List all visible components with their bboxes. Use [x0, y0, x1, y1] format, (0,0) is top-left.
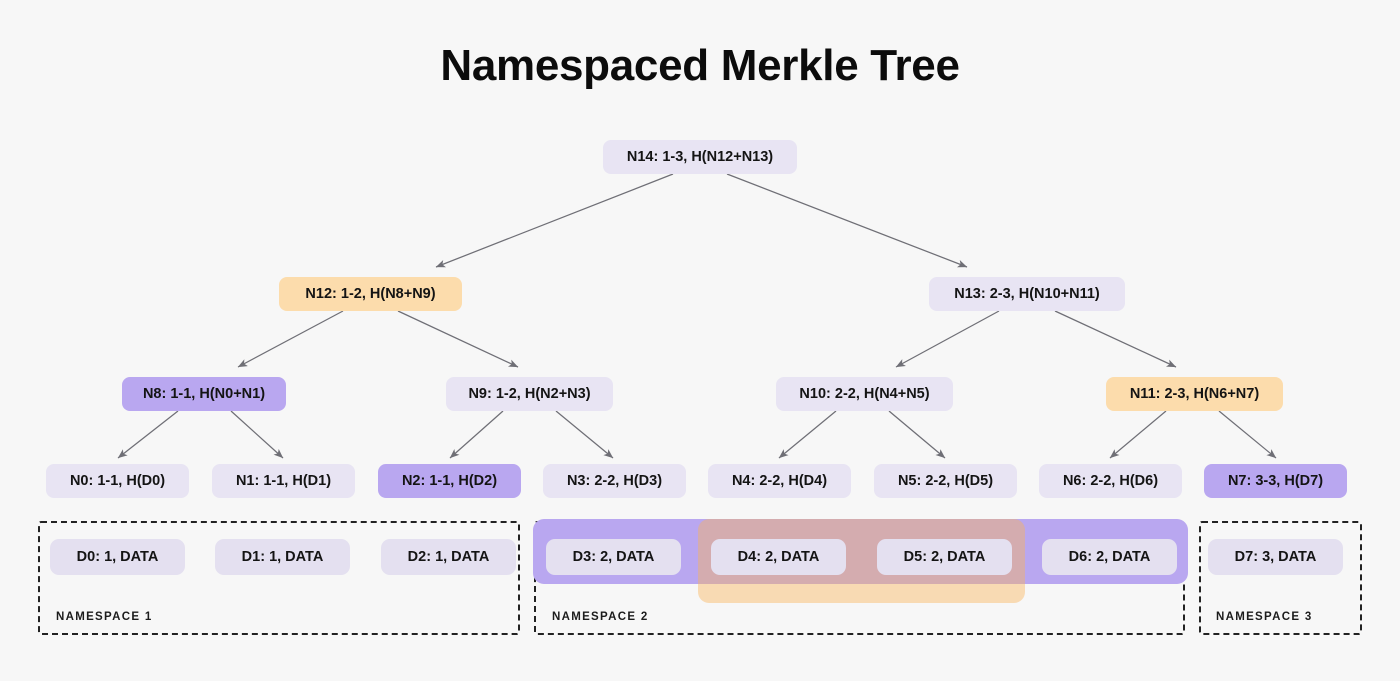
tree-node-n3[interactable]: N3: 2-2, H(D3) — [543, 464, 686, 498]
data-chip-d2[interactable]: D2: 1, DATA — [381, 539, 516, 575]
data-chip-d5[interactable]: D5: 2, DATA — [877, 539, 1012, 575]
tree-node-n2[interactable]: N2: 1-1, H(D2) — [378, 464, 521, 498]
namespace-label-1: NAMESPACE 1 — [56, 611, 153, 623]
tree-node-n9[interactable]: N9: 1-2, H(N2+N3) — [446, 377, 613, 411]
tree-node-n8[interactable]: N8: 1-1, H(N0+N1) — [122, 377, 286, 411]
tree-node-n10[interactable]: N10: 2-2, H(N4+N5) — [776, 377, 953, 411]
data-chip-d0[interactable]: D0: 1, DATA — [50, 539, 185, 575]
tree-node-n1[interactable]: N1: 1-1, H(D1) — [212, 464, 355, 498]
data-chip-d3[interactable]: D3: 2, DATA — [546, 539, 681, 575]
tree-node-n13[interactable]: N13: 2-3, H(N10+N11) — [929, 277, 1125, 311]
tree-node-n6[interactable]: N6: 2-2, H(D6) — [1039, 464, 1182, 498]
namespace-label-2: NAMESPACE 2 — [552, 611, 649, 623]
tree-node-n11[interactable]: N11: 2-3, H(N6+N7) — [1106, 377, 1283, 411]
data-chip-d1[interactable]: D1: 1, DATA — [215, 539, 350, 575]
namespace-label-3: NAMESPACE 3 — [1216, 611, 1313, 623]
tree-node-n0[interactable]: N0: 1-1, H(D0) — [46, 464, 189, 498]
data-chip-d4[interactable]: D4: 2, DATA — [711, 539, 846, 575]
tree-node-n12[interactable]: N12: 1-2, H(N8+N9) — [279, 277, 462, 311]
data-chip-d7[interactable]: D7: 3, DATA — [1208, 539, 1343, 575]
tree-node-n5[interactable]: N5: 2-2, H(D5) — [874, 464, 1017, 498]
tree-node-n14[interactable]: N14: 1-3, H(N12+N13) — [603, 140, 797, 174]
tree-node-n7[interactable]: N7: 3-3, H(D7) — [1204, 464, 1347, 498]
namespace-box-3 — [1199, 521, 1362, 635]
tree-node-n4[interactable]: N4: 2-2, H(D4) — [708, 464, 851, 498]
namespace-box-1 — [38, 521, 520, 635]
data-chip-d6[interactable]: D6: 2, DATA — [1042, 539, 1177, 575]
page-title: Namespaced Merkle Tree — [440, 41, 960, 90]
